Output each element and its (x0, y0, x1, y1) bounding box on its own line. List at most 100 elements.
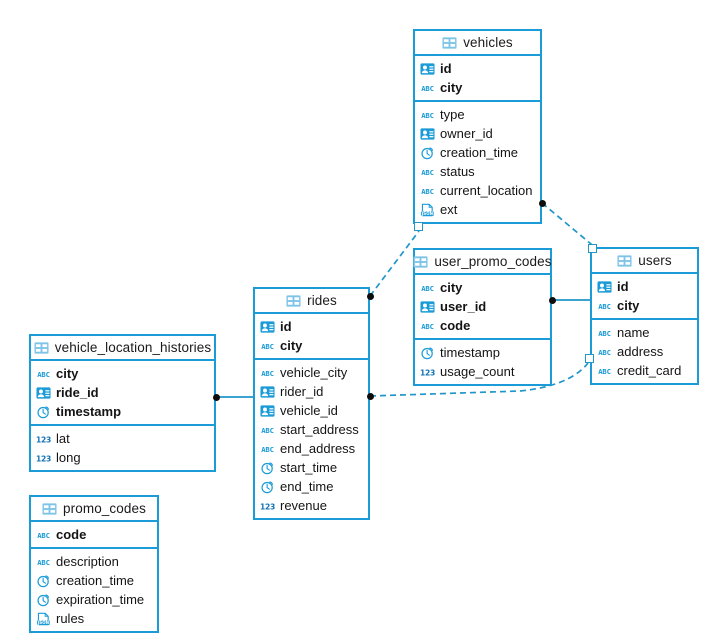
field-name: id (280, 319, 292, 334)
table-header-users[interactable]: users (592, 249, 697, 274)
field-row-rider_id[interactable]: rider_id (255, 382, 368, 401)
field-name: description (56, 554, 119, 569)
table-header-vehicles[interactable]: vehicles (415, 31, 540, 56)
relationship-start-marker-vehicles-to-users (539, 200, 546, 207)
field-row-owner_id[interactable]: owner_id (415, 124, 540, 143)
field-row-revenue[interactable]: 123 revenue (255, 496, 368, 515)
field-name: revenue (280, 498, 327, 513)
field-row-expiration_time[interactable]: expiration_time (31, 590, 157, 609)
json-document-icon: JSON (420, 203, 435, 217)
svg-text:ABC: ABC (261, 369, 274, 378)
field-row-creation_time[interactable]: creation_time (31, 571, 157, 590)
field-name: city (280, 338, 303, 353)
field-row-id[interactable]: id (255, 317, 368, 336)
relationship-end-marker-rides-to-users (585, 354, 594, 363)
svg-text:ABC: ABC (37, 370, 50, 379)
svg-text:ABC: ABC (421, 111, 434, 120)
field-name: timestamp (440, 345, 500, 360)
clock-icon (420, 346, 435, 360)
field-row-start_time[interactable]: start_time (255, 458, 368, 477)
field-row-ride_id[interactable]: ride_id (31, 383, 214, 402)
field-name: timestamp (56, 404, 122, 419)
field-name: vehicle_city (280, 365, 348, 380)
field-name: creation_time (56, 573, 135, 588)
field-row-creation_time[interactable]: creation_time (415, 143, 540, 162)
abc-text-icon: ABC (36, 367, 51, 381)
123-number-icon: 123 (260, 499, 275, 513)
table-title: promo_codes (63, 501, 146, 516)
abc-text-icon: ABC (260, 339, 275, 353)
field-row-status[interactable]: ABC status (415, 162, 540, 181)
table-grid-icon (42, 502, 57, 516)
abc-text-icon: ABC (420, 319, 435, 333)
field-name: long (56, 450, 81, 465)
table-header-user_promo_codes[interactable]: user_promo_codes (413, 250, 551, 275)
abc-text-icon: ABC (420, 184, 435, 198)
field-row-user_id[interactable]: user_id (415, 297, 550, 316)
field-row-id[interactable]: id (592, 277, 697, 296)
table-title: vehicle_location_histories (54, 340, 212, 355)
field-name: status (440, 164, 475, 179)
relationship-start-marker-vlh-to-rides (213, 394, 220, 401)
123-number-icon: 123 (36, 432, 51, 446)
abc-text-icon: ABC (420, 108, 435, 122)
field-row-timestamp[interactable]: timestamp (415, 343, 550, 362)
field-name: city (617, 298, 640, 313)
field-row-end_time[interactable]: end_time (255, 477, 368, 496)
field-row-id[interactable]: id (415, 59, 540, 78)
abc-text-icon: ABC (260, 423, 275, 437)
relationship-line-rides-to-vehicles (369, 230, 420, 297)
field-row-city[interactable]: ABC city (592, 296, 697, 315)
abc-text-icon: ABC (597, 299, 612, 313)
table-header-vehicle_location_histories[interactable]: vehicle_location_histories (31, 336, 214, 361)
field-row-timestamp[interactable]: timestamp (31, 402, 214, 421)
field-row-code[interactable]: ABC code (415, 316, 550, 335)
svg-text:ABC: ABC (598, 329, 611, 338)
field-row-city[interactable]: ABC city (255, 336, 368, 355)
svg-text:ABC: ABC (421, 322, 434, 331)
table-header-promo_codes[interactable]: promo_codes (31, 497, 157, 522)
abc-text-icon: ABC (260, 442, 275, 456)
svg-text:ABC: ABC (261, 445, 274, 454)
svg-text:ABC: ABC (421, 168, 434, 177)
person-card-icon (597, 280, 612, 294)
field-row-vehicle_city[interactable]: ABC vehicle_city (255, 363, 368, 382)
field-name: code (440, 318, 471, 333)
field-name: expiration_time (56, 592, 145, 607)
clock-icon (36, 593, 51, 607)
person-card-icon (420, 62, 435, 76)
field-row-vehicle_id[interactable]: vehicle_id (255, 401, 368, 420)
table-grid-icon (34, 341, 49, 355)
table-header-rides[interactable]: rides (255, 289, 368, 314)
clock-icon (36, 405, 51, 419)
